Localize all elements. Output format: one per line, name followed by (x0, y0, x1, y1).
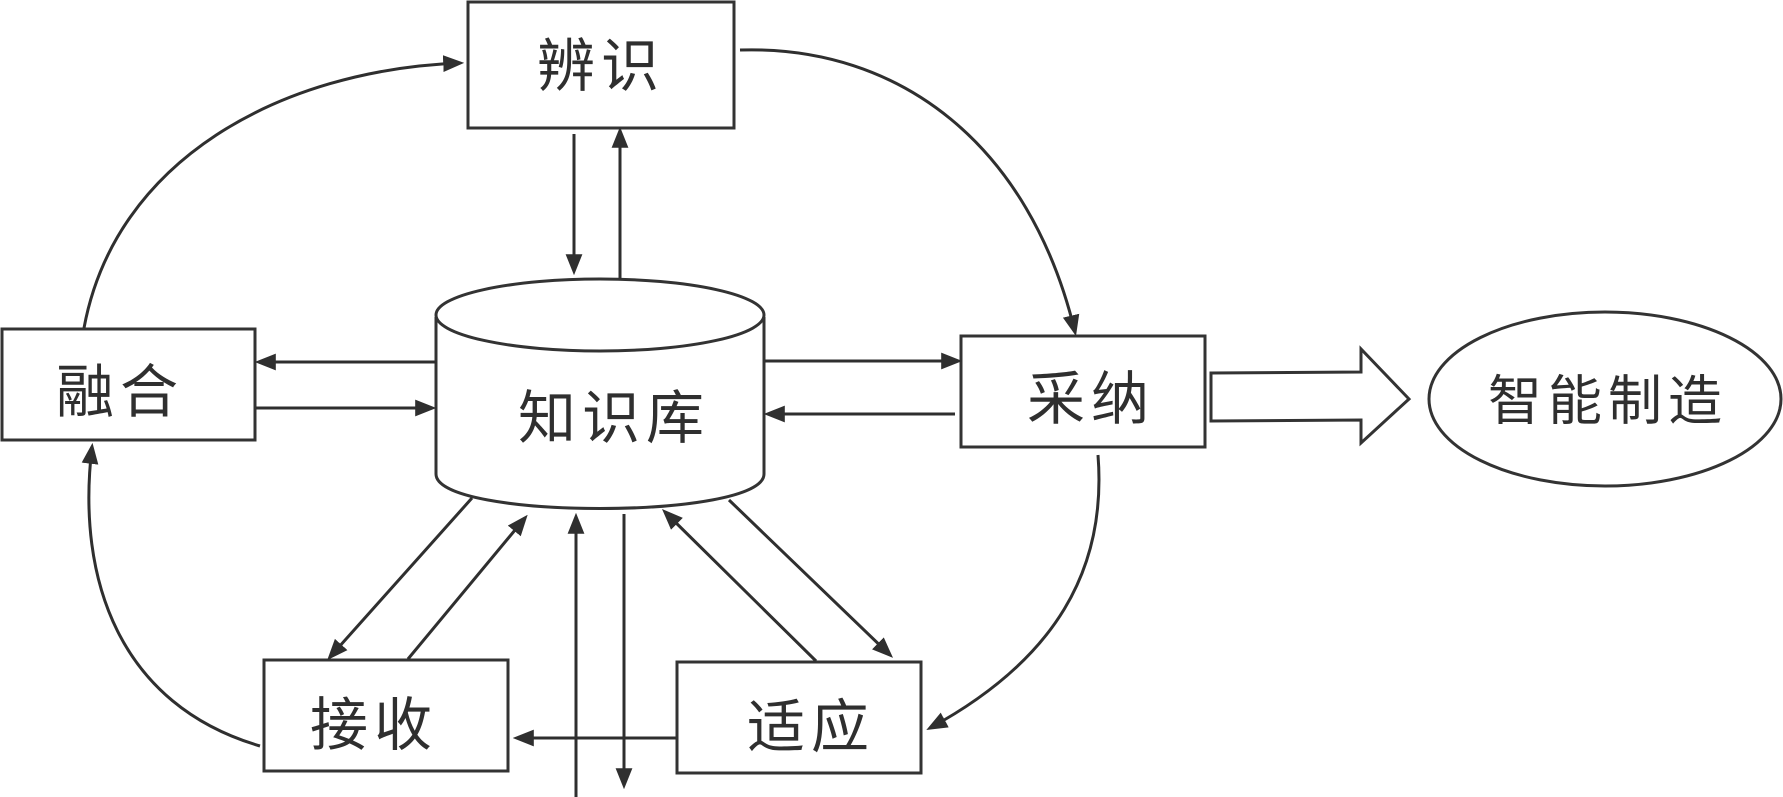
node-fusion-label: 融合 (56, 358, 184, 426)
node-knowledge-base: 知识库 (434, 277, 766, 510)
arrow-fusion-to-identify (82, 55, 465, 329)
node-adopt: 采纳 (959, 334, 1207, 449)
arrow-adapt-to-knowledge-base (662, 509, 818, 663)
arrow-knowledge-base-to-receive (327, 497, 474, 661)
node-smart-manufacturing: 智能制造 (1427, 310, 1783, 488)
node-smart-manufacturing-label: 智能制造 (1488, 370, 1728, 433)
node-receive-label: 接收 (310, 691, 438, 759)
node-identify-label: 辨识 (537, 32, 665, 100)
node-identify: 辨识 (466, 0, 736, 130)
node-adopt-label: 采纳 (1027, 365, 1155, 433)
node-knowledge-base-label: 知识库 (518, 384, 710, 452)
node-fusion: 融合 (0, 327, 257, 442)
arrow-knowledge-base-to-adapt (727, 498, 894, 658)
arrow-receive-to-knowledge-base (406, 514, 528, 660)
arrow-receive-to-fusion (81, 442, 261, 748)
block-arrow-to-smart-manufacturing (1209, 345, 1412, 447)
node-adapt: 适应 (675, 660, 923, 775)
arrow-adopt-to-adapt (926, 454, 1101, 731)
node-receive: 接收 (262, 658, 510, 773)
node-adapt-label: 适应 (747, 693, 875, 761)
arrow-identify-to-adopt (739, 48, 1080, 337)
